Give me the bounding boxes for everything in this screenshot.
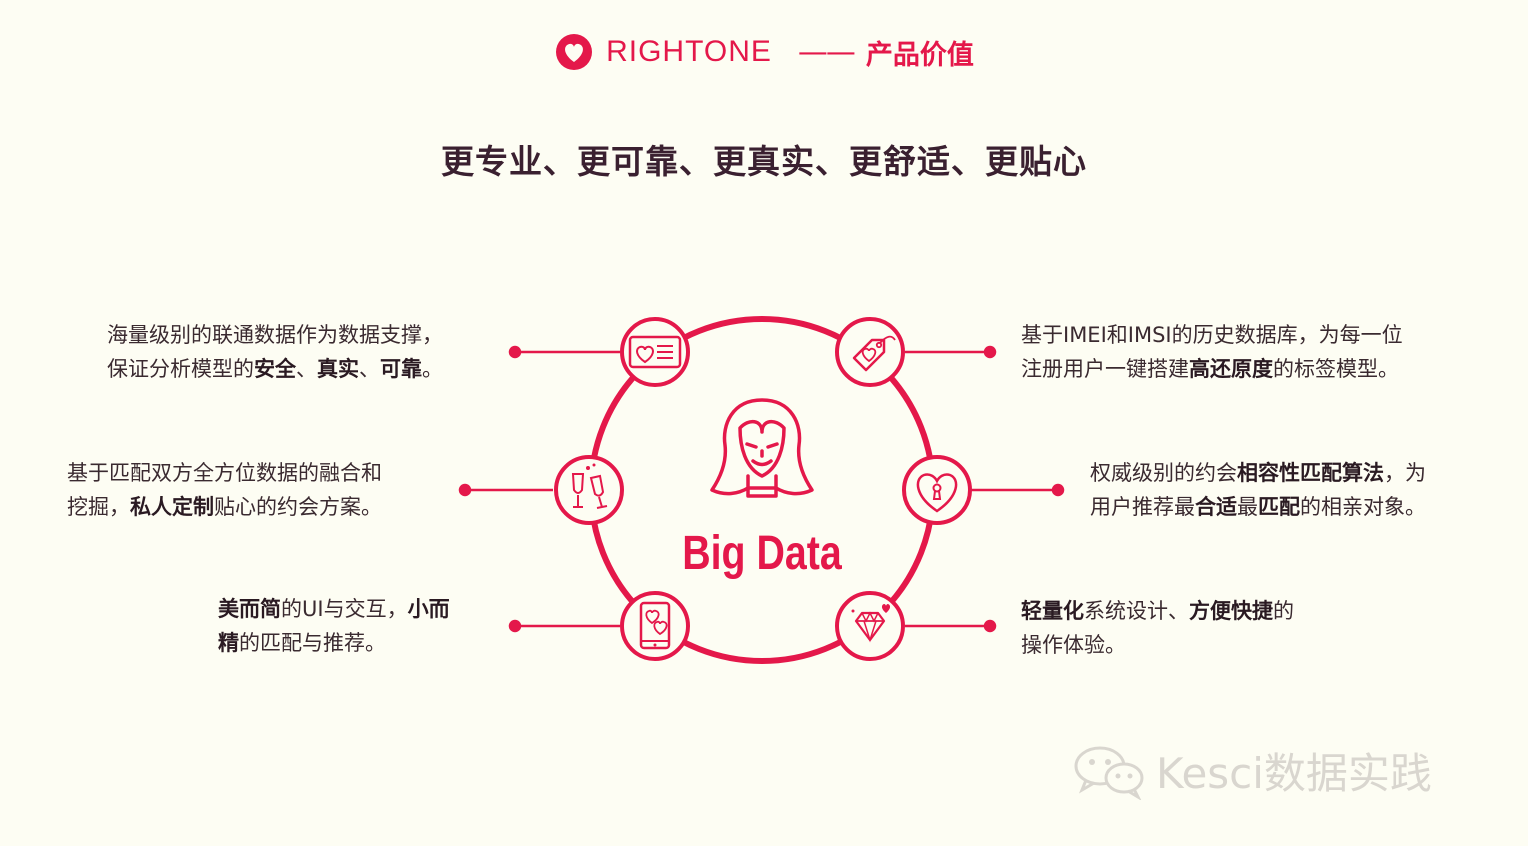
woman-face-icon bbox=[712, 400, 812, 496]
feature-mid-left: 基于匹配双方全方位数据的融合和 挖掘，私人定制贴心的约会方案。 bbox=[67, 456, 382, 524]
watermark-text: Kesci数据实践 bbox=[1156, 740, 1432, 801]
bold-keyword: 私人定制 bbox=[130, 495, 214, 519]
mobile-heart-icon bbox=[622, 593, 688, 659]
text-segment: 用户推荐最 bbox=[1090, 495, 1195, 519]
feature-text-line: 操作体验。 bbox=[1021, 628, 1294, 662]
bold-keyword: 真实 bbox=[317, 357, 359, 381]
feature-text-line: 海量级别的联通数据作为数据支撑， bbox=[107, 318, 443, 352]
bold-keyword: 小而 bbox=[408, 597, 450, 621]
text-segment: 。 bbox=[422, 357, 443, 381]
feature-mid-right: 权威级别的约会相容性匹配算法，为 用户推荐最合适最匹配的相亲对象。 bbox=[1090, 456, 1426, 524]
text-segment: 权威级别的约会 bbox=[1090, 461, 1237, 485]
bold-keyword: 美而简 bbox=[218, 597, 281, 621]
bold-keyword: 高还原度 bbox=[1189, 357, 1273, 381]
bold-keyword: 方便快捷 bbox=[1189, 599, 1273, 623]
bold-keyword: 精 bbox=[218, 631, 239, 655]
bold-keyword: 安全 bbox=[254, 357, 296, 381]
heart-tag-icon bbox=[837, 319, 903, 385]
feature-text-line: 基于匹配双方全方位数据的融合和 bbox=[67, 456, 382, 490]
bold-keyword: 匹配 bbox=[1258, 495, 1300, 519]
text-segment: 、 bbox=[359, 357, 380, 381]
feature-text-line: 权威级别的约会相容性匹配算法，为 bbox=[1090, 456, 1426, 490]
text-segment: ，为 bbox=[1384, 461, 1426, 485]
feature-text-line: 精的匹配与推荐。 bbox=[218, 626, 450, 660]
text-segment: 注册用户一键搭建 bbox=[1021, 357, 1189, 381]
feature-top-right: 基于IMEI和IMSI的历史数据库，为每一位 注册用户一键搭建高还原度的标签模型… bbox=[1021, 318, 1403, 386]
text-segment: 的相亲对象。 bbox=[1300, 495, 1426, 519]
bold-keyword: 合适 bbox=[1195, 495, 1237, 519]
text-segment: 的 bbox=[1273, 599, 1294, 623]
watermark: Kesci数据实践 bbox=[1070, 740, 1432, 800]
champagne-glasses-icon bbox=[556, 457, 622, 523]
feature-bottom-left: 美而简的UI与交互，小而 精的匹配与推荐。 bbox=[218, 592, 450, 660]
heart-lock-icon bbox=[904, 457, 970, 523]
text-segment: 、 bbox=[296, 357, 317, 381]
center-label: Big Data bbox=[682, 526, 842, 580]
text-segment: 最 bbox=[1237, 495, 1258, 519]
feature-text-line: 美而简的UI与交互，小而 bbox=[218, 592, 450, 626]
text-segment: 保证分析模型的 bbox=[107, 357, 254, 381]
text-segment: 的UI与交互， bbox=[281, 597, 408, 621]
love-letter-icon bbox=[622, 319, 688, 385]
feature-text-line: 挖掘，私人定制贴心的约会方案。 bbox=[67, 490, 382, 524]
text-segment: 挖掘， bbox=[67, 495, 130, 519]
bold-keyword: 相容性匹配算法 bbox=[1237, 461, 1384, 485]
text-segment: 系统设计、 bbox=[1084, 599, 1189, 623]
feature-bottom-right: 轻量化系统设计、方便快捷的 操作体验。 bbox=[1021, 594, 1294, 662]
feature-text-line: 用户推荐最合适最匹配的相亲对象。 bbox=[1090, 490, 1426, 524]
feature-text-line: 注册用户一键搭建高还原度的标签模型。 bbox=[1021, 352, 1403, 386]
text-segment: 贴心的约会方案。 bbox=[214, 495, 382, 519]
diamond-icon bbox=[837, 593, 903, 659]
wechat-icon bbox=[1070, 740, 1150, 800]
feature-text-line: 轻量化系统设计、方便快捷的 bbox=[1021, 594, 1294, 628]
bold-keyword: 轻量化 bbox=[1021, 599, 1084, 623]
text-segment: 的匹配与推荐。 bbox=[239, 631, 386, 655]
feature-text-line: 基于IMEI和IMSI的历史数据库，为每一位 bbox=[1021, 318, 1403, 352]
feature-text-line: 保证分析模型的安全、真实、可靠。 bbox=[107, 352, 443, 386]
bold-keyword: 可靠 bbox=[380, 357, 422, 381]
text-segment: 的标签模型。 bbox=[1273, 357, 1399, 381]
feature-top-left: 海量级别的联通数据作为数据支撑， 保证分析模型的安全、真实、可靠。 bbox=[107, 318, 443, 386]
